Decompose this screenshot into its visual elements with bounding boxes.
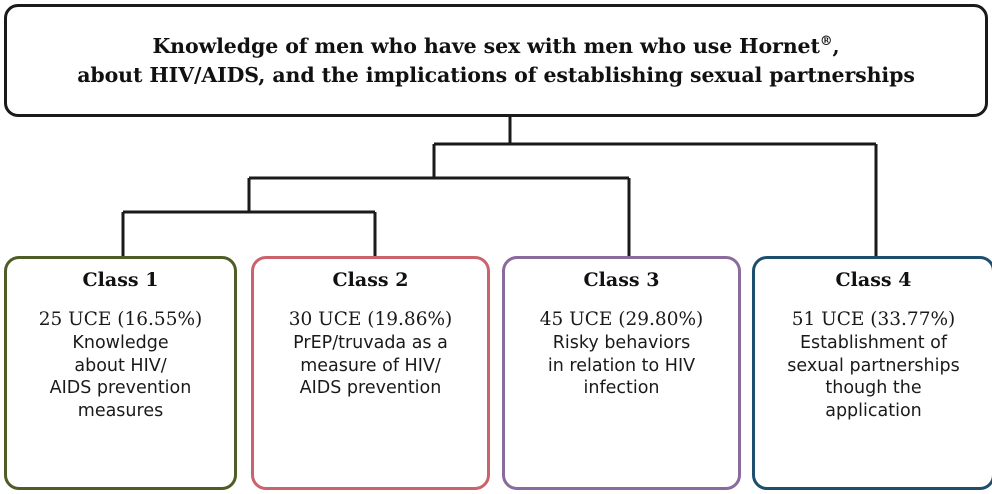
root-title-text: Knowledge of men who have sex with men w… xyxy=(77,33,915,87)
class-box-4[interactable]: Class 4 51 UCE (33.77%) Establishment of… xyxy=(752,256,992,490)
class-2-description: PrEP/truvada as a measure of HIV/ AIDS p… xyxy=(293,332,448,399)
class-4-count: 51 UCE (33.77%) xyxy=(791,308,956,330)
class-3-title: Class 3 xyxy=(583,269,660,291)
class-3-count: 45 UCE (29.80%) xyxy=(539,308,704,330)
class-box-1[interactable]: Class 1 25 UCE (16.55%) Knowledge about … xyxy=(4,256,237,490)
class-2-title: Class 2 xyxy=(332,269,409,291)
class-1-count: 25 UCE (16.55%) xyxy=(38,308,203,330)
class-box-3[interactable]: Class 3 45 UCE (29.80%) Risky behaviors … xyxy=(502,256,741,490)
class-2-count: 30 UCE (19.86%) xyxy=(288,308,453,330)
class-4-description: Establishment of sexual partnerships tho… xyxy=(787,332,960,422)
root-title-box: Knowledge of men who have sex with men w… xyxy=(4,4,988,117)
class-box-2[interactable]: Class 2 30 UCE (19.86%) PrEP/truvada as … xyxy=(251,256,490,490)
class-1-description: Knowledge about HIV/ AIDS prevention mea… xyxy=(49,332,192,422)
class-3-description: Risky behaviors in relation to HIV infec… xyxy=(547,332,696,399)
class-1-title: Class 1 xyxy=(82,269,159,291)
class-4-title: Class 4 xyxy=(835,269,912,291)
registered-trademark-mark: ® xyxy=(819,33,833,49)
